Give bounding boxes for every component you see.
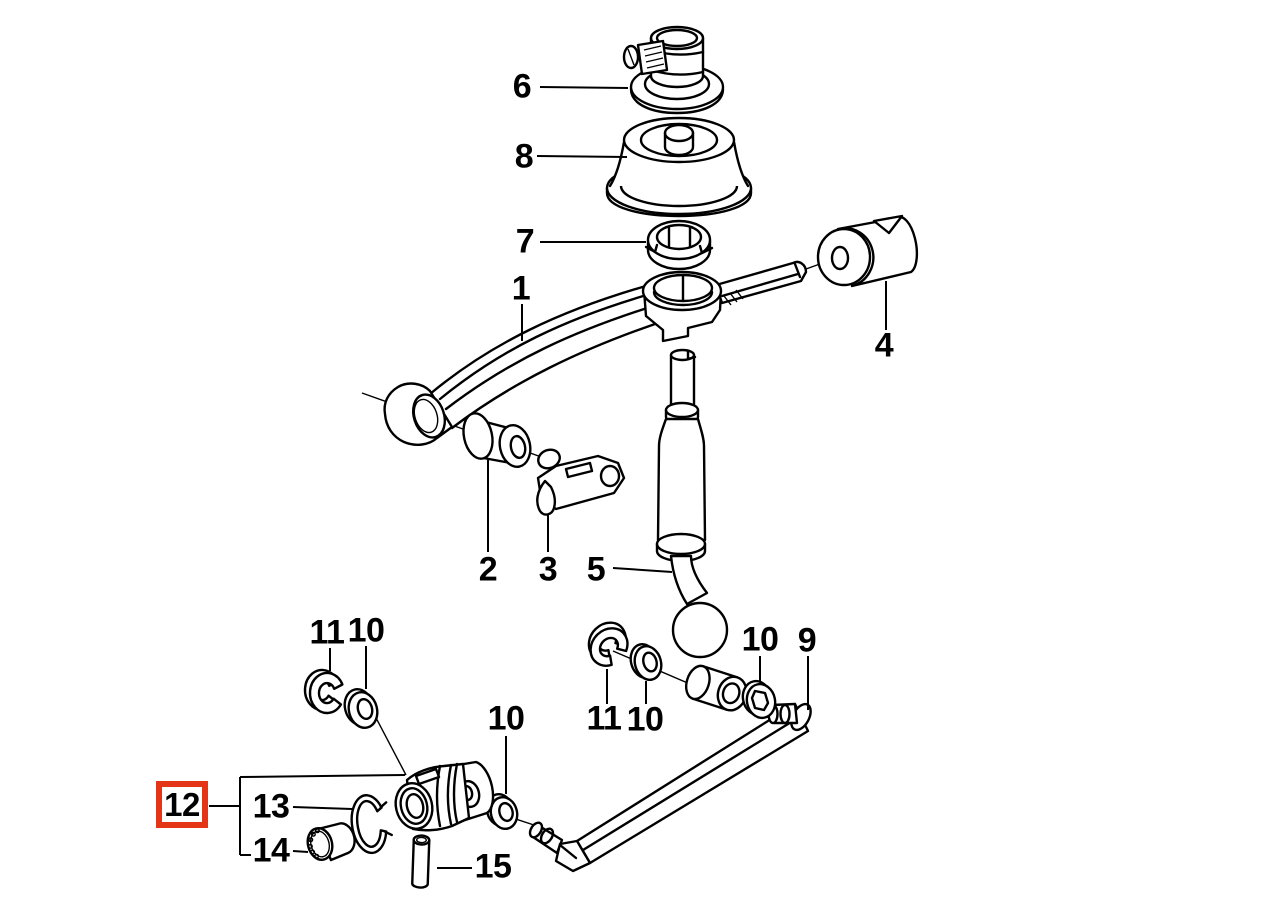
callout-10-right[interactable]: 10: [741, 620, 779, 659]
callout-4[interactable]: 4: [874, 326, 894, 365]
callout-10-mid2[interactable]: 10: [626, 700, 664, 739]
part-11-c-clip-left: [303, 668, 344, 715]
part-5-shift-rod: [655, 348, 748, 712]
callout-5[interactable]: 5: [586, 550, 606, 589]
callout-9[interactable]: 9: [797, 621, 817, 660]
part-12-coupling: [394, 760, 495, 832]
callout-12[interactable]: 12: [164, 785, 200, 823]
part-10-washer-bottom: [485, 792, 519, 831]
part-9-selector-rod: [528, 702, 812, 873]
callout-3[interactable]: 3: [538, 550, 558, 589]
callout-14[interactable]: 14: [252, 831, 290, 870]
callout-7[interactable]: 7: [515, 222, 535, 261]
callout-15[interactable]: 15: [474, 847, 512, 886]
callout-12-highlight-box[interactable]: 12: [156, 781, 208, 828]
callout-8[interactable]: 8: [514, 137, 534, 176]
part-4-joint-piece: [816, 214, 919, 288]
part-6-clamp-bearing: [622, 25, 725, 115]
part-1-shift-lever: [383, 260, 808, 446]
part-10-washer-right: [741, 679, 777, 720]
part-10-washer-left: [343, 688, 379, 729]
part-8-rubber-boot: [605, 116, 753, 218]
callout-11-mid[interactable]: 11: [586, 699, 622, 738]
callout-10-mid[interactable]: 10: [487, 699, 525, 738]
callout-10-left[interactable]: 10: [347, 611, 385, 650]
callout-6[interactable]: 6: [512, 67, 532, 106]
callout-1[interactable]: 1: [511, 269, 531, 308]
part-14-cap: [306, 822, 356, 862]
part-13-snap-ring: [350, 794, 393, 855]
part-3-bracket: [536, 448, 626, 516]
callout-11-left[interactable]: 11: [309, 613, 345, 652]
part-15-pin: [411, 834, 431, 889]
callout-2[interactable]: 2: [478, 550, 498, 589]
part-11-c-clip-middle: [587, 621, 629, 667]
part-2-bushing: [462, 412, 532, 468]
part-7-bearing-ring: [644, 219, 714, 271]
leader-lines: [209, 86, 887, 869]
callout-13[interactable]: 13: [252, 787, 290, 826]
part-10-washer-middle: [629, 643, 663, 681]
